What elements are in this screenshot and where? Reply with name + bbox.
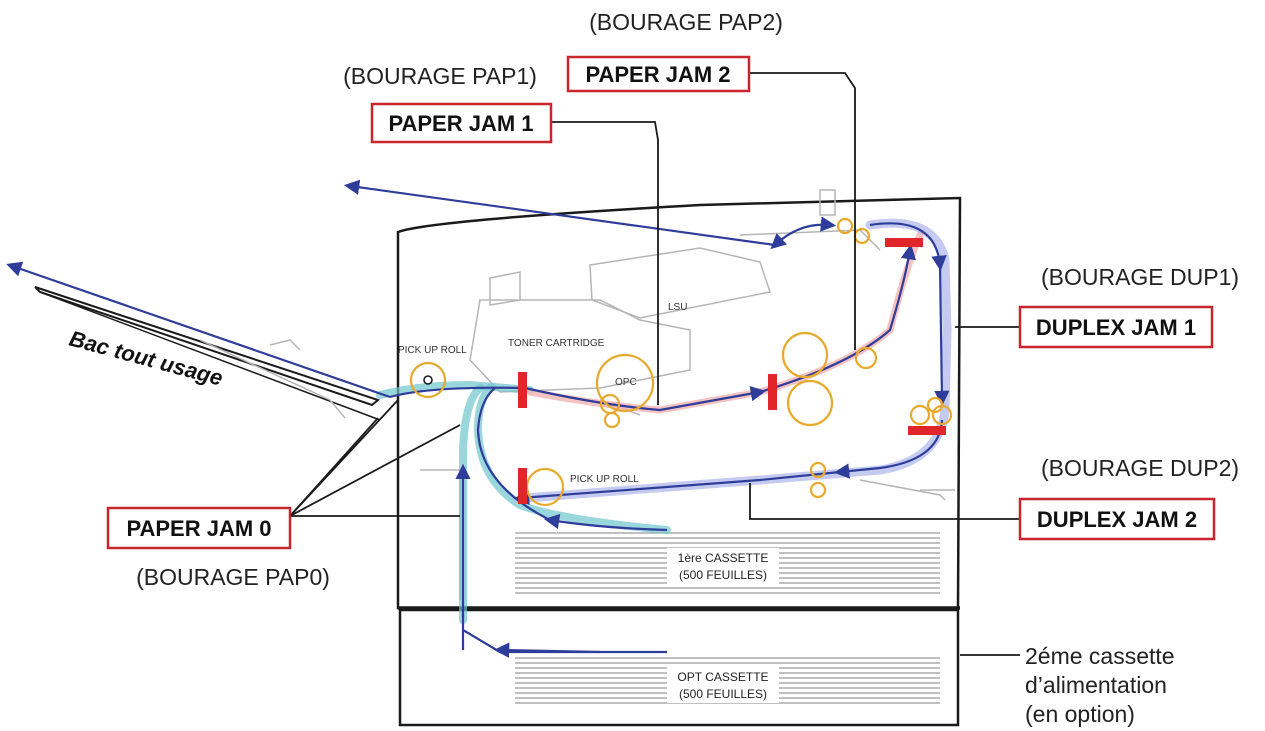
- opt-cassette-line2: (500 FEUILLES): [679, 687, 767, 701]
- dup1-marker: [908, 426, 946, 435]
- paper-path-glows: [376, 218, 952, 624]
- jam2-callout: (BOURAGE PAP2) PAPER JAM 2: [566, 9, 783, 93]
- multi-purpose-tray: [34, 286, 381, 421]
- pickup-roll-top: [409, 361, 447, 399]
- jam1-french-label: (BOURAGE PAP1): [343, 63, 537, 89]
- opc-drum: [595, 353, 655, 413]
- jam1-box: [370, 102, 553, 144]
- rollers: [409, 217, 953, 507]
- dup2-french-label: (BOURAGE DUP2): [1041, 455, 1239, 481]
- opt-cassette-label-bg: [667, 667, 779, 703]
- pickup-roll-bottom-label: PICK UP ROLL: [570, 474, 639, 485]
- jam0-french-label: (BOURAGE PAP0): [136, 564, 330, 590]
- option-tray-housing: [398, 608, 960, 727]
- fuser-roller-upper: [781, 331, 829, 379]
- jam0-box: [106, 506, 292, 550]
- dup1-box: [1018, 305, 1214, 349]
- jam1-callout: (BOURAGE PAP1) PAPER JAM 1: [343, 63, 553, 144]
- opc-label: OPC: [615, 377, 637, 388]
- jam-markers: [518, 238, 946, 504]
- opt-cassette-line1: OPT CASSETTE: [677, 670, 768, 684]
- jam2-leader: [749, 72, 856, 350]
- option-label-line3: (en option): [1025, 701, 1135, 727]
- tray-label: Bac tout usage: [67, 326, 226, 391]
- lsu-label: LSU: [668, 302, 687, 313]
- dup1-callout: (BOURAGE DUP1) DUPLEX JAM 1: [1018, 264, 1239, 349]
- option-label-line2: d’alimentation: [1025, 672, 1167, 698]
- jam1-label: PAPER JAM 1: [388, 111, 533, 136]
- jam2-box: [566, 55, 751, 93]
- dup2-callout: (BOURAGE DUP2) DUPLEX JAM 2: [1018, 455, 1239, 541]
- fuser-roller-lower: [786, 379, 834, 427]
- jam2-french-label: (BOURAGE PAP2): [589, 9, 783, 35]
- dup1-french-label: (BOURAGE DUP1): [1041, 264, 1239, 290]
- printer-body: [396, 196, 962, 727]
- dup2-leader: [749, 483, 1020, 520]
- first-cassette-label-bg: [667, 548, 779, 584]
- first-cassette-line2: (500 FEUILLES): [679, 568, 767, 582]
- jam2-label: PAPER JAM 2: [585, 62, 730, 87]
- toner-cartridge-label: TONER CARTRIDGE: [508, 338, 605, 349]
- dup2-box: [1018, 497, 1216, 541]
- option-cassette-label: 2éme cassette d’alimentation (en option): [1025, 643, 1175, 727]
- jam0-label: PAPER JAM 0: [126, 516, 271, 541]
- leader-lines: [289, 72, 1020, 656]
- main-housing: [396, 196, 962, 610]
- pickup-roll-top-label: PICK UP ROLL: [398, 345, 467, 356]
- first-cassette-line1: 1ère CASSETTE: [678, 551, 769, 565]
- dup2-marker: [518, 468, 527, 504]
- jam2-marker: [885, 238, 923, 247]
- fuser-marker: [768, 374, 777, 410]
- dup2-label: DUPLEX JAM 2: [1037, 507, 1197, 532]
- option-label-line1: 2éme cassette: [1025, 643, 1175, 669]
- dup1-label: DUPLEX JAM 1: [1036, 315, 1196, 340]
- jam1-marker: [518, 372, 527, 408]
- jam0-callout: PAPER JAM 0 (BOURAGE PAP0): [106, 506, 330, 590]
- jam1-leader: [551, 121, 659, 405]
